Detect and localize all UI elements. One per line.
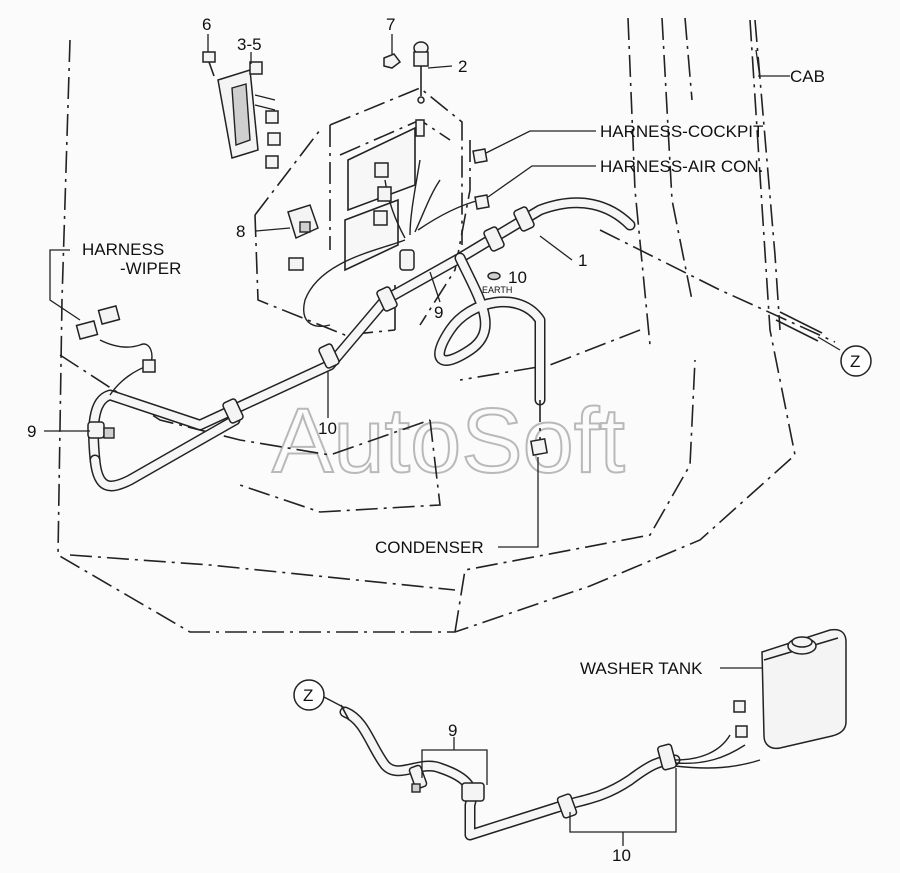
callout-10-earth: 10 — [508, 268, 527, 287]
label-harness-air-con: HARNESS-AIR CON. — [600, 157, 763, 176]
clamp-10-b — [318, 343, 340, 369]
callout-9-left: 9 — [27, 422, 36, 441]
label-earth: EARTH — [482, 285, 512, 295]
label-cab: CAB — [790, 67, 825, 86]
callout-9-bottom: 9 — [448, 721, 457, 740]
label-harness-wiper-line1: HARNESS — [82, 240, 164, 259]
parts-7-2 — [383, 41, 429, 104]
harness-clamps — [87, 206, 535, 439]
module-3-5 — [202, 51, 281, 169]
clamp-10-a — [222, 398, 244, 424]
callout-7: 7 — [386, 15, 395, 34]
label-harness-wiper-line2: -WIPER — [120, 259, 181, 278]
clamp-10-c — [376, 286, 398, 312]
clamp-9-left-tab — [103, 427, 115, 439]
callout-10-bottom: 10 — [612, 846, 631, 865]
nut-7 — [383, 53, 402, 69]
label-harness-cockpit: HARNESS-COCKPIT — [600, 122, 763, 141]
ref-circle-z-top: Z — [840, 345, 872, 377]
ref-z-top-label: Z — [850, 352, 860, 371]
callout-10-center: 10 — [318, 419, 337, 438]
clamp-10-e — [513, 206, 535, 232]
callout-8: 8 — [236, 222, 245, 241]
detail-z-harness — [339, 700, 761, 841]
callout-6: 6 — [202, 15, 211, 34]
watermark: AutoSoft — [272, 390, 625, 492]
bolt-6 — [202, 51, 216, 63]
callout-2: 2 — [458, 57, 467, 76]
label-condenser: CONDENSER — [375, 538, 484, 557]
ref-z-bottom-label: Z — [303, 686, 313, 705]
ref-circle-z-bottom: Z — [293, 679, 325, 711]
leader-lines — [44, 34, 790, 846]
callout-9-center: 9 — [434, 303, 443, 322]
earth-terminal — [487, 271, 501, 281]
label-washer-tank: WASHER TANK — [580, 659, 703, 678]
washer-tank — [761, 628, 847, 750]
callout-3-5: 3-5 — [237, 35, 262, 54]
clamp-9-center — [399, 249, 415, 271]
connectors — [75, 119, 548, 456]
clamp-10-d — [483, 226, 505, 252]
condenser-connector — [530, 438, 548, 456]
clamp-9-left — [87, 421, 105, 439]
callout-1: 1 — [578, 251, 587, 270]
